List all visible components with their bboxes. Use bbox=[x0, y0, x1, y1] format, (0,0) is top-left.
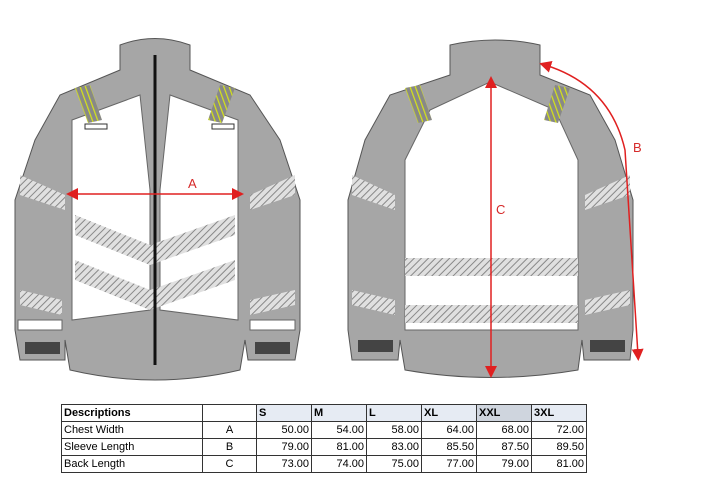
sleeve-length-arrow bbox=[539, 61, 644, 361]
cell: 64.00 bbox=[421, 421, 477, 439]
header-descriptions: Descriptions bbox=[61, 404, 203, 422]
cell: 81.00 bbox=[531, 455, 587, 473]
back-view: C B bbox=[347, 39, 644, 378]
size-table: Descriptions S M L XL XXL 3XL Chest Widt… bbox=[61, 404, 587, 473]
table-row: Chest Width A 50.00 54.00 58.00 64.00 68… bbox=[61, 421, 587, 439]
header-code bbox=[202, 404, 257, 422]
table-row: Back Length C 73.00 74.00 75.00 77.00 79… bbox=[61, 455, 587, 473]
row-code: C bbox=[202, 455, 257, 473]
header-xl: XL bbox=[421, 404, 477, 422]
row-desc: Chest Width bbox=[61, 421, 203, 439]
cell: 72.00 bbox=[531, 421, 587, 439]
cell: 75.00 bbox=[366, 455, 422, 473]
row-desc: Back Length bbox=[61, 455, 203, 473]
row-desc: Sleeve Length bbox=[61, 438, 203, 456]
cell: 79.00 bbox=[256, 438, 312, 456]
cell: 83.00 bbox=[366, 438, 422, 456]
label-a: A bbox=[188, 176, 197, 191]
header-s: S bbox=[256, 404, 312, 422]
cell: 87.50 bbox=[476, 438, 532, 456]
cell: 58.00 bbox=[366, 421, 422, 439]
cell: 74.00 bbox=[311, 455, 367, 473]
jacket-diagram: A C B bbox=[14, 38, 644, 381]
cell: 50.00 bbox=[256, 421, 312, 439]
table-header-row: Descriptions S M L XL XXL 3XL bbox=[61, 404, 587, 422]
cell: 79.00 bbox=[476, 455, 532, 473]
front-view: A bbox=[14, 38, 301, 381]
cell: 77.00 bbox=[421, 455, 477, 473]
header-xxl: XXL bbox=[476, 404, 532, 422]
cell: 89.50 bbox=[531, 438, 587, 456]
header-l: L bbox=[366, 404, 422, 422]
cell: 68.00 bbox=[476, 421, 532, 439]
header-3xl: 3XL bbox=[531, 404, 587, 422]
table-row: Sleeve Length B 79.00 81.00 83.00 85.50 … bbox=[61, 438, 587, 456]
cell: 54.00 bbox=[311, 421, 367, 439]
cell: 73.00 bbox=[256, 455, 312, 473]
row-code: A bbox=[202, 421, 257, 439]
cell: 81.00 bbox=[311, 438, 367, 456]
cell: 85.50 bbox=[421, 438, 477, 456]
label-c: C bbox=[496, 202, 505, 217]
row-code: B bbox=[202, 438, 257, 456]
header-m: M bbox=[311, 404, 367, 422]
label-b: B bbox=[633, 140, 642, 155]
